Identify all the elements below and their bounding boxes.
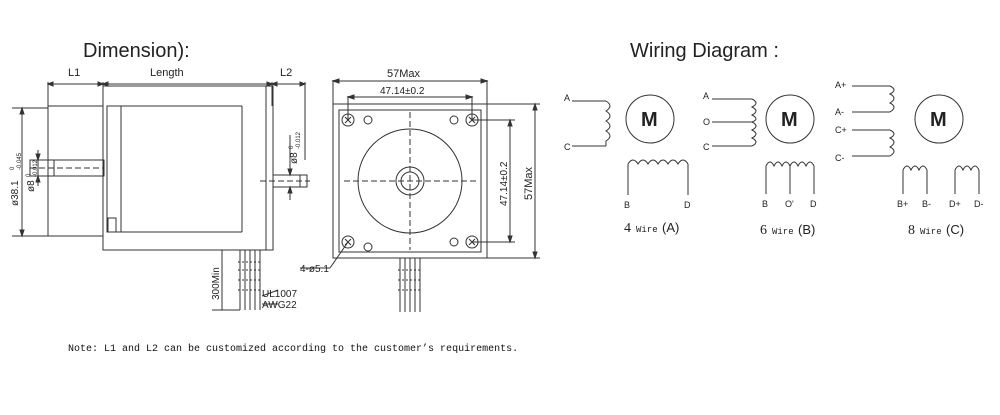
w8-label-d-plus: D+ (949, 199, 961, 209)
w6-label-d: D (810, 199, 817, 209)
wiring-heading: Wiring Diagram : (630, 40, 779, 62)
w4-caption: 4 Wire (A) (624, 220, 679, 236)
w8-label-b-plus: B+ (897, 199, 908, 209)
svg-text:Wire: Wire (772, 227, 794, 237)
svg-text:8: 8 (908, 223, 915, 238)
w4-label-a: A (564, 93, 570, 103)
dim-l2: L2 (280, 67, 292, 79)
svg-text:57Max: 57Max (523, 166, 535, 200)
cable-type: UL1007 (262, 289, 297, 300)
svg-text:300Min: 300Min (211, 267, 222, 300)
svg-text:-0.012: -0.012 (33, 159, 39, 177)
w8-label-c-minus: C- (835, 153, 845, 163)
svg-text:Wire: Wire (920, 227, 942, 237)
w4-label-d: D (684, 200, 691, 210)
dim-hole-spacing-v: 47.14±0.2 (499, 161, 510, 206)
svg-text:4: 4 (624, 221, 631, 236)
w6-label-o: O (703, 117, 710, 127)
svg-text:Wire: Wire (636, 225, 658, 235)
dim-dia-38: ø38.1 0 -0.045 (10, 152, 23, 206)
w8-motor-label: M (930, 109, 947, 131)
w8-label-b-minus: B- (922, 199, 931, 209)
wiring-4-wire (572, 94, 689, 195)
svg-text:ø8: ø8 (26, 180, 37, 192)
svg-text:-0.012: -0.012 (296, 131, 302, 149)
customization-note: Note: L1 and L2 can be customized accord… (68, 344, 519, 355)
wiring-6-wire (712, 94, 815, 194)
dim-height-57: 57Max (523, 166, 535, 200)
svg-text:ø38.1: ø38.1 (10, 180, 21, 206)
svg-text:(A): (A) (662, 220, 679, 235)
dim-dia-8-left: ø8 0 -0.012 (26, 159, 39, 192)
dim-mount-holes: 4-ø5.1 (300, 264, 329, 275)
dim-dia-8-right: ø8 0 -0.012 (289, 131, 302, 164)
w8-label-a-plus: A+ (835, 80, 846, 90)
w6-label-a: A (703, 91, 709, 101)
w8-label-c-plus: C+ (835, 125, 847, 135)
svg-text:0: 0 (26, 173, 32, 177)
svg-text:0: 0 (289, 145, 295, 149)
svg-text:ø8: ø8 (289, 152, 300, 164)
svg-text:0: 0 (10, 166, 16, 170)
dimension-heading: Dimension): (83, 40, 190, 62)
w8-label-a-minus: A- (835, 107, 844, 117)
svg-text:47.14±0.2: 47.14±0.2 (499, 161, 510, 206)
w4-label-c: C (564, 142, 571, 152)
cable-gauge: AWG22 (262, 300, 297, 311)
w6-label-b: B (762, 199, 768, 209)
svg-text:6: 6 (760, 223, 767, 238)
w8-caption: 8 Wire (C) (908, 222, 964, 238)
dim-length: Length (150, 67, 184, 79)
motor-front-view (300, 78, 540, 312)
svg-text:(B): (B) (798, 222, 815, 237)
w4-label-b: B (624, 200, 630, 210)
w4-motor-label: M (641, 109, 658, 131)
motor-side-view (12, 81, 310, 311)
w6-label-o-prime: O' (785, 199, 794, 209)
svg-text:(C): (C) (946, 222, 964, 237)
svg-text:-0.045: -0.045 (17, 152, 23, 170)
dim-lead-length: 300Min (211, 267, 222, 300)
wiring-8-wire (852, 85, 980, 194)
dim-width-57: 57Max (387, 68, 421, 80)
w6-label-c: C (703, 142, 710, 152)
dim-l1: L1 (68, 67, 80, 79)
dim-hole-spacing-h: 47.14±0.2 (380, 86, 425, 97)
w6-motor-label: M (781, 109, 798, 131)
w8-label-d-minus: D- (974, 199, 984, 209)
w6-caption: 6 Wire (B) (760, 222, 815, 238)
